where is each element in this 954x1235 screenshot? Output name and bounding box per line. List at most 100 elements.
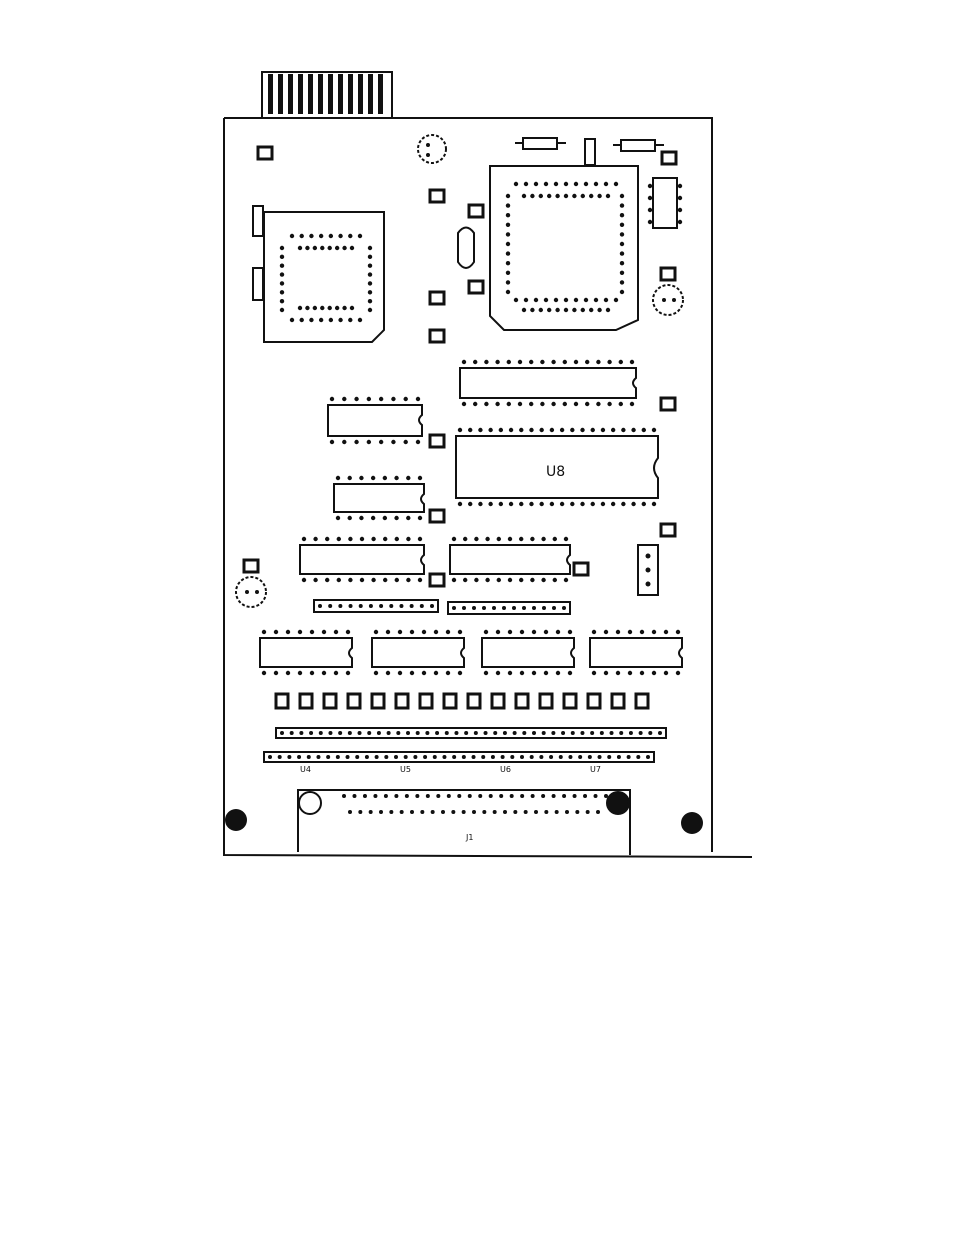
- pin: [319, 731, 323, 735]
- pin: [418, 578, 422, 582]
- pin: [508, 578, 512, 582]
- pin: [430, 604, 434, 608]
- pin: [648, 220, 652, 224]
- pin: [298, 671, 302, 675]
- pin: [425, 731, 429, 735]
- pin: [485, 537, 489, 541]
- pin: [410, 671, 414, 675]
- pin: [620, 213, 624, 217]
- pin: [313, 537, 317, 541]
- pin: [348, 810, 352, 814]
- pin: [539, 194, 543, 198]
- pin: [531, 794, 535, 798]
- pin: [585, 360, 589, 364]
- pin: [541, 537, 545, 541]
- pin: [300, 234, 304, 238]
- pin: [676, 630, 680, 634]
- capacitor: [418, 135, 446, 163]
- pin: [369, 604, 373, 608]
- pin: [394, 516, 398, 520]
- pin: [379, 604, 383, 608]
- pin: [619, 731, 623, 735]
- pin: [524, 182, 528, 186]
- pin: [489, 794, 493, 798]
- pin: [464, 731, 468, 735]
- pin: [406, 537, 410, 541]
- dip-chip: [328, 397, 422, 444]
- pin: [620, 203, 624, 207]
- pin: [530, 537, 534, 541]
- pin: [496, 630, 500, 634]
- pin: [420, 604, 424, 608]
- pin: [488, 428, 492, 432]
- pin: [597, 308, 601, 312]
- pin: [556, 671, 560, 675]
- small-component: [430, 330, 444, 342]
- pin: [607, 755, 611, 759]
- pin: [348, 318, 352, 322]
- pin: [405, 794, 409, 798]
- pin: [478, 794, 482, 798]
- pin: [368, 255, 372, 259]
- pin: [554, 182, 558, 186]
- pin: [305, 246, 309, 250]
- pin: [379, 810, 383, 814]
- connector-finger: [308, 74, 313, 114]
- pin: [387, 731, 391, 735]
- pin: [614, 298, 618, 302]
- pin: [493, 731, 497, 735]
- pin: [542, 606, 546, 610]
- pin: [586, 810, 590, 814]
- pin: [524, 298, 528, 302]
- pin: [338, 604, 342, 608]
- pin: [530, 755, 534, 759]
- pin: [404, 397, 408, 401]
- pin: [436, 794, 440, 798]
- dip-chip: [450, 537, 570, 582]
- pin: [452, 606, 456, 610]
- pin: [619, 402, 623, 406]
- pin: [488, 502, 492, 506]
- pin: [507, 402, 511, 406]
- pin: [368, 246, 372, 250]
- pin: [274, 630, 278, 634]
- pin: [592, 630, 596, 634]
- pin: [394, 476, 398, 480]
- pin: [553, 537, 557, 541]
- sip-strip: [314, 600, 438, 612]
- small-component: [574, 563, 588, 575]
- pin: [346, 671, 350, 675]
- pin: [506, 290, 510, 294]
- pin: [578, 755, 582, 759]
- pin: [474, 537, 478, 541]
- pin: [458, 630, 462, 634]
- pin: [507, 360, 511, 364]
- pin: [462, 755, 466, 759]
- pin: [585, 402, 589, 406]
- pin: [561, 731, 565, 735]
- pin: [468, 428, 472, 432]
- pin: [379, 440, 383, 444]
- resistor: [253, 268, 263, 300]
- dip-chip: [260, 630, 352, 675]
- pin: [484, 402, 488, 406]
- pin: [447, 794, 451, 798]
- small-component: [244, 560, 258, 572]
- pin: [389, 810, 393, 814]
- pin: [373, 794, 377, 798]
- pin: [463, 537, 467, 541]
- pin: [640, 671, 644, 675]
- pin: [363, 794, 367, 798]
- pin: [434, 630, 438, 634]
- pin: [620, 223, 624, 227]
- pin: [560, 428, 564, 432]
- pin: [524, 810, 528, 814]
- pin: [386, 671, 390, 675]
- header-label: U5: [400, 765, 411, 774]
- pin: [646, 755, 650, 759]
- pin: [262, 671, 266, 675]
- pin: [330, 440, 334, 444]
- pin: [383, 476, 387, 480]
- pin: [600, 731, 604, 735]
- pin: [280, 272, 284, 276]
